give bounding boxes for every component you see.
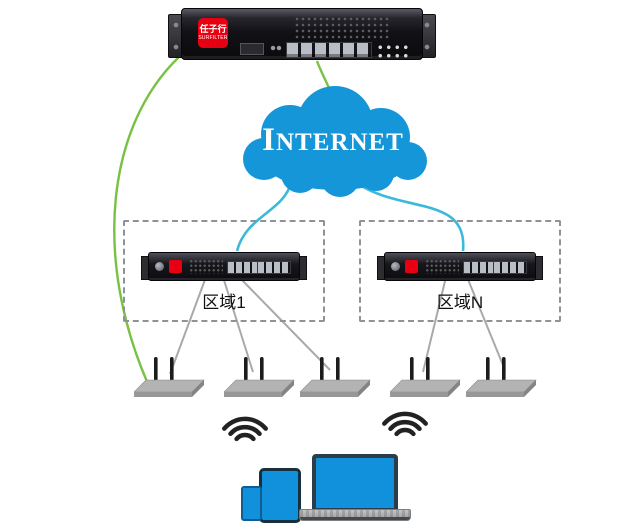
ap-front-face [300,392,358,397]
zone-1-box: 区域1 [123,220,325,322]
access-point-icon [465,357,537,397]
antenna-icon [426,357,430,381]
brand-name: 任子行 [199,24,227,35]
ap-side-face [358,380,370,397]
brand-logo-small [169,260,182,273]
zone-n-box: 区域N [359,220,561,322]
ap-front-face [466,392,524,397]
ap-front-face [224,392,282,397]
ap-front-face [134,392,192,397]
link-zonen-to-ap5 [466,276,506,371]
ap-top-face [133,379,205,393]
link-zone1-to-ap3 [238,276,331,371]
antenna-icon [486,357,490,381]
zone-1-appliance [141,252,307,282]
keypad [374,41,408,58]
internet-cloud: INTERNET [240,82,432,200]
ap-top-face [465,379,537,393]
access-point-2 [223,356,298,402]
wifi-arc-small [394,427,416,437]
access-point-5 [465,356,540,402]
antenna-icon [154,357,158,381]
antenna-icon [410,357,414,381]
vent-grid [425,259,459,274]
antenna-icon [502,357,506,381]
ap-front-face [390,392,448,397]
wifi-signal-icon-left [219,410,271,450]
vent-grid [189,259,223,274]
brand-logo-small [405,260,418,273]
zone-1-label: 区域1 [202,293,246,312]
access-point-1 [133,356,208,402]
link-gateway-to-ap1 [113,56,180,385]
brand-subtitle: SURFILTER [198,34,228,41]
ap-side-face [524,380,536,397]
link-internet-to-zonen [359,183,465,252]
wifi-arc-large [382,411,428,426]
antenna-icon [336,357,340,381]
vent-grid [294,16,390,39]
power-knob [155,262,164,271]
zone-appliance-chassis [148,252,300,281]
wifi-arc-large [222,416,268,431]
wifi-signal-icon-right [379,405,431,445]
ethernet-ports [286,42,372,58]
zone-n-appliance [377,252,543,282]
laptop-screen [312,454,398,511]
access-point-icon [389,357,461,397]
console-port [240,43,264,55]
power-knob [391,262,400,271]
laptop [299,454,411,524]
ap-top-face [223,379,295,393]
access-point-3 [299,356,374,402]
wifi-arcs-icon [382,411,428,437]
smartphone [241,486,262,521]
antenna-icon [170,357,174,381]
link-zone1-to-ap2 [222,276,254,373]
wifi-arc-small [234,432,256,442]
laptop-keyboard-base [299,509,411,521]
antenna-icon [260,357,264,381]
ethernet-ports-group-1 [463,261,497,274]
zone-n-label: 区域N [436,293,484,312]
gateway-appliance: 任子行 SURFILTER [168,8,436,62]
wifi-arc-medium [388,419,422,432]
wifi-arc-medium [228,424,262,437]
brand-logo: 任子行 SURFILTER [198,18,228,48]
link-zonen-to-ap4 [422,276,447,373]
ethernet-ports-group-1 [227,261,261,274]
access-point-4 [389,356,464,402]
ap-top-face [389,379,461,393]
access-point-icon [223,357,295,397]
status-leds [270,45,282,51]
access-point-icon [133,357,205,397]
antenna-icon [244,357,248,381]
access-point-icon [299,357,371,397]
gateway-chassis: 任子行 SURFILTER [181,8,423,60]
ethernet-ports-group-2 [257,261,291,274]
ap-side-face [282,380,294,397]
ethernet-ports-group-2 [493,261,527,274]
zone-appliance-chassis [384,252,536,281]
cloud-icon [243,86,427,197]
ap-side-face [192,380,204,397]
tablet [259,468,301,523]
link-zone1-to-ap1 [169,276,207,375]
ap-top-face [299,379,371,393]
ap-side-face [448,380,460,397]
antenna-icon [320,357,324,381]
internet-label: INTERNET [262,122,404,158]
link-internet-to-zone1 [235,182,293,252]
wifi-arcs-icon [222,416,268,442]
